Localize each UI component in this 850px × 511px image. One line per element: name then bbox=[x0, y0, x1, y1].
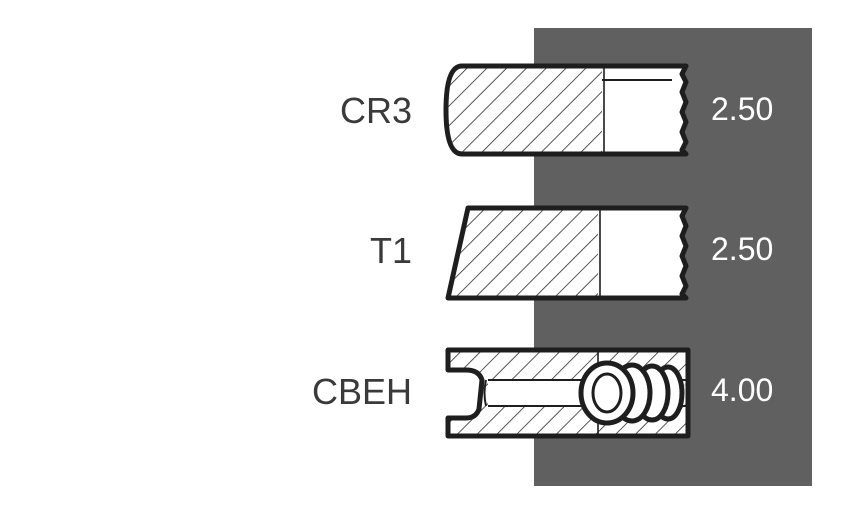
ring-label-cbeh: CBEH bbox=[311, 371, 412, 412]
coil-spring-icon bbox=[578, 360, 685, 426]
ring-profile-cbeh bbox=[445, 347, 691, 439]
ring-profile-cr3 bbox=[443, 63, 689, 157]
ring-label-cr3: CR3 bbox=[339, 90, 412, 131]
ring-profile-t1 bbox=[445, 205, 689, 301]
ring-label-t1: T1 bbox=[369, 230, 412, 271]
ring-value-cr3: 2.50 bbox=[711, 91, 774, 127]
ring-value-t1: 2.50 bbox=[711, 231, 774, 267]
ring-value-cbeh: 4.00 bbox=[711, 372, 774, 408]
